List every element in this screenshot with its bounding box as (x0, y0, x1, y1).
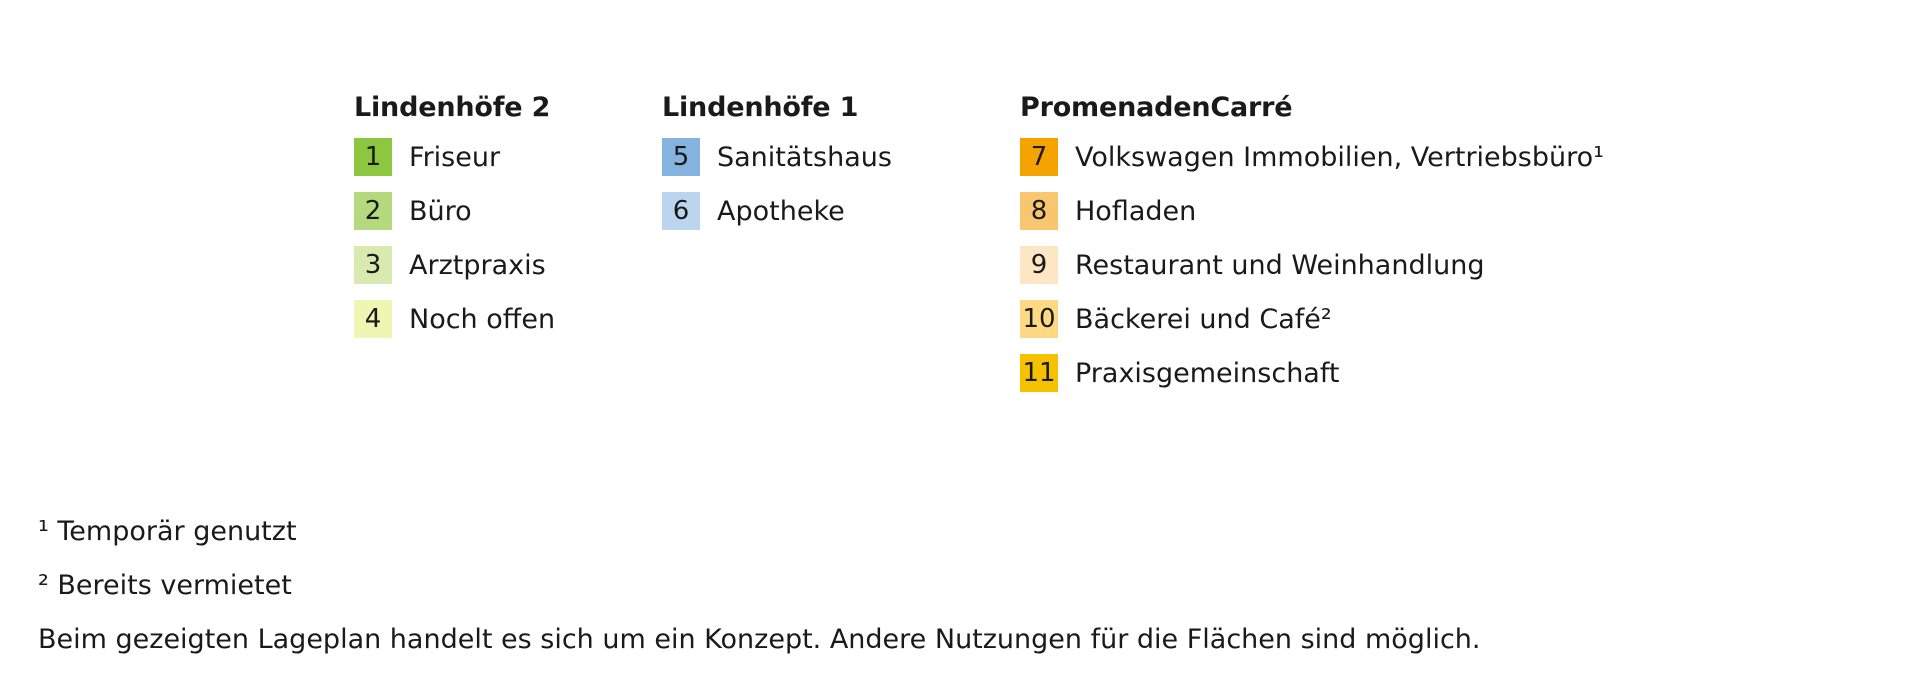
legend-item: 9 Restaurant und Weinhandlung (1020, 238, 1604, 292)
group-title: Lindenhöfe 1 (662, 92, 859, 123)
color-swatch: 11 (1020, 354, 1058, 392)
legend-item-label: Apotheke (717, 195, 845, 227)
legend-item: 1 Friseur (354, 130, 555, 184)
legend-item: 5 Sanitätshaus (662, 130, 892, 184)
color-swatch: 3 (354, 246, 392, 284)
footnote-already-rented: ² Bereits vermietet (38, 570, 292, 601)
color-swatch: 8 (1020, 192, 1058, 230)
color-swatch: 1 (354, 138, 392, 176)
legend-item: 8 Hofladen (1020, 184, 1604, 238)
legend-item-label: Arztpraxis (409, 249, 546, 281)
group-title: PromenadenCarré (1020, 92, 1293, 123)
legend-item-label: Hofladen (1075, 195, 1197, 227)
legend-item-label: Bäckerei und Café² (1075, 303, 1332, 335)
legend-item: 4 Noch offen (354, 292, 555, 346)
color-swatch: 4 (354, 300, 392, 338)
legend-item-label: Büro (409, 195, 472, 227)
legend-item-label: Praxisgemeinschaft (1075, 357, 1340, 389)
legend-item-label: Noch offen (409, 303, 556, 335)
group-title: Lindenhöfe 2 (354, 92, 551, 123)
legend-item: 7 Volkswagen Immobilien, Vertriebsbüro¹ (1020, 130, 1604, 184)
color-swatch: 7 (1020, 138, 1058, 176)
footnotes: ¹ Temporär genutzt ² Bereits vermietet B… (38, 510, 1480, 672)
legend-group-lindenhoefe-2: Lindenhöfe 2 1 Friseur 2 Büro 3 Arztprax… (354, 90, 555, 346)
legend-item-label: Volkswagen Immobilien, Vertriebsbüro¹ (1075, 141, 1604, 173)
legend-item: 10 Bäckerei und Café² (1020, 292, 1604, 346)
color-swatch: 2 (354, 192, 392, 230)
legend-item-label: Friseur (409, 141, 501, 173)
disclaimer-text: Beim gezeigten Lageplan handelt es sich … (38, 624, 1481, 655)
color-swatch: 5 (662, 138, 700, 176)
legend-item: 11 Praxisgemeinschaft (1020, 346, 1604, 400)
legend-item-label: Sanitätshaus (717, 141, 892, 173)
color-swatch: 10 (1020, 300, 1058, 338)
legend-item: 2 Büro (354, 184, 555, 238)
legend-item: 3 Arztpraxis (354, 238, 555, 292)
color-swatch: 6 (662, 192, 700, 230)
legend-group-promenadencarre: PromenadenCarré 7 Volkswagen Immobilien,… (1020, 90, 1604, 400)
footnote-temporary-use: ¹ Temporär genutzt (38, 516, 297, 547)
legend-group-lindenhoefe-1: Lindenhöfe 1 5 Sanitätshaus 6 Apotheke (662, 90, 892, 238)
legend-item-label: Restaurant und Weinhandlung (1075, 249, 1485, 281)
color-swatch: 9 (1020, 246, 1058, 284)
legend-item: 6 Apotheke (662, 184, 892, 238)
